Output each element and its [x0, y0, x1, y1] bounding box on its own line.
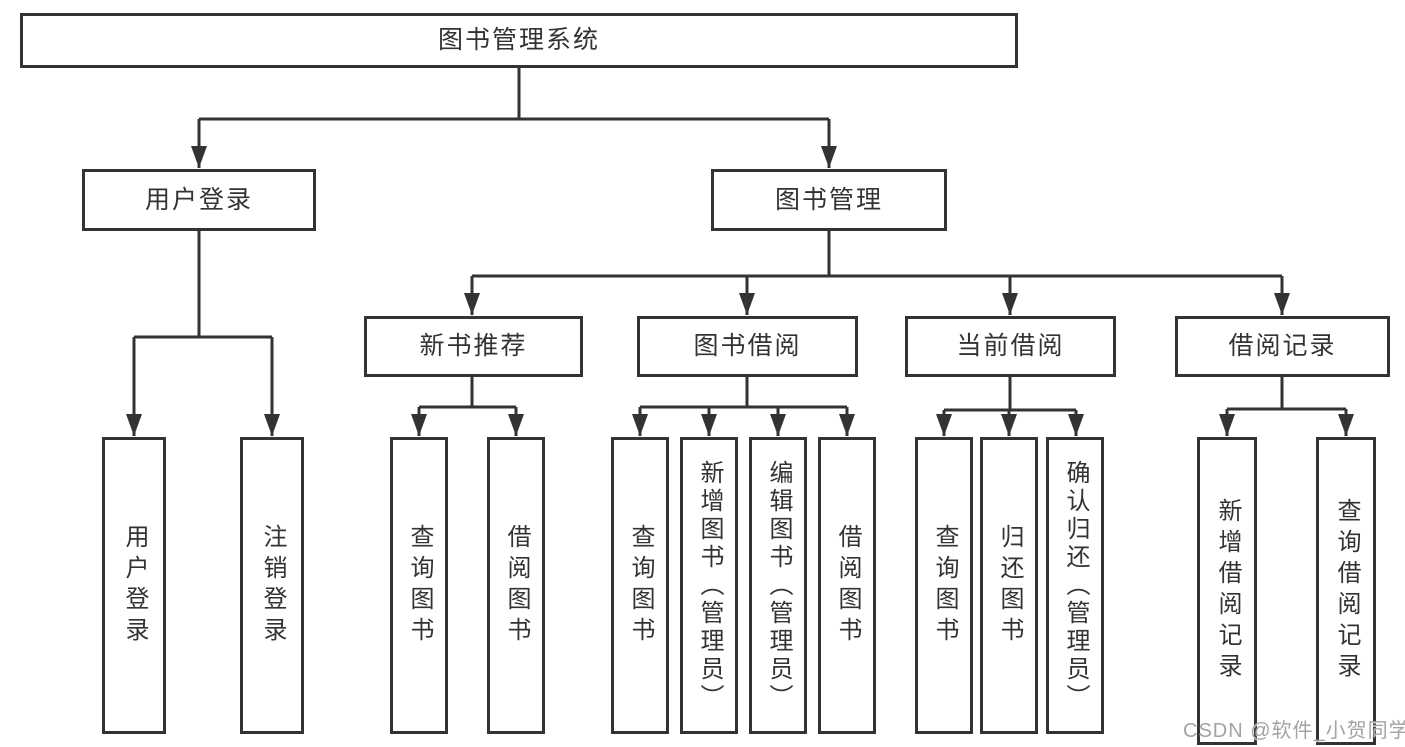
node-current-borrowing: 当前借阅 — [905, 316, 1116, 377]
node-logout: 注销登录 — [240, 437, 304, 734]
node-recommend-query-books: 查询图书 — [390, 437, 448, 734]
node-borrowing-records: 借阅记录 — [1175, 316, 1390, 377]
node-recommend-borrow-books: 借阅图书 — [487, 437, 545, 734]
csdn-watermark: CSDN @软件_小贺同学 — [1183, 720, 1405, 742]
node-current-query-books: 查询图书 — [915, 437, 973, 734]
node-book-management: 图书管理 — [711, 169, 947, 231]
node-borrowing-query-books: 查询图书 — [611, 437, 669, 734]
node-records-add-record: 新增借阅记录 — [1197, 437, 1257, 745]
node-new-book-recommend: 新书推荐 — [364, 316, 583, 377]
node-current-confirm-return: 确认归还（管理员） — [1046, 437, 1104, 734]
node-user-login: 用户登录 — [102, 437, 166, 734]
node-book-borrowing: 图书借阅 — [637, 316, 858, 377]
node-current-return-books: 归还图书 — [980, 437, 1038, 734]
node-records-query-record: 查询借阅记录 — [1316, 437, 1376, 745]
node-borrowing-edit-books: 编辑图书（管理员） — [749, 437, 807, 734]
node-borrowing-borrow-books: 借阅图书 — [818, 437, 876, 734]
node-root: 图书管理系统 — [20, 13, 1018, 68]
node-borrowing-add-books: 新增图书（管理员） — [680, 437, 738, 734]
node-user-login-group: 用户登录 — [82, 169, 316, 231]
